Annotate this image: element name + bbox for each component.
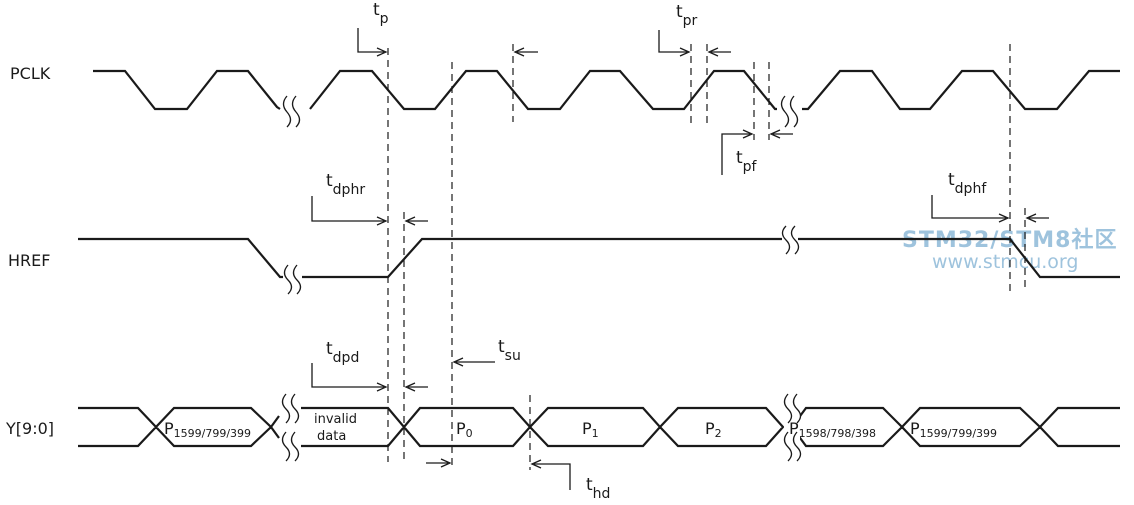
watermark-line-2: www.stmcu.org bbox=[932, 251, 1078, 273]
signal-label-y: Y[9:0] bbox=[5, 419, 54, 438]
y-break-marker-2 bbox=[783, 392, 802, 462]
thd-annotation: thd bbox=[530, 459, 610, 502]
href-break-marker-2 bbox=[781, 225, 800, 255]
tdphf-annotation: tdphf bbox=[931, 170, 1049, 223]
svg-text:tdpd: tdpd bbox=[326, 339, 359, 366]
pclk-break-marker-1 bbox=[282, 95, 301, 128]
y-bus-waveform bbox=[78, 406, 1120, 448]
svg-text:tsu: tsu bbox=[498, 337, 521, 364]
svg-text:tpr: tpr bbox=[676, 2, 698, 29]
tpf-annotation: tpf bbox=[721, 129, 793, 175]
svg-text:tdphr: tdphr bbox=[326, 171, 365, 198]
svg-text:thd: thd bbox=[586, 475, 610, 502]
y-break-marker-1 bbox=[281, 392, 300, 462]
data-cell-p1599-a: P1599/799/399 bbox=[164, 419, 251, 440]
tdphr-annotation: tdphr bbox=[311, 171, 428, 226]
data-cell-invalid-line-2: data bbox=[317, 429, 346, 444]
svg-text:tpf: tpf bbox=[736, 148, 758, 175]
svg-text:tdphf: tdphf bbox=[948, 170, 987, 197]
pclk-break-marker-2 bbox=[780, 95, 799, 128]
svg-text:tp: tp bbox=[373, 0, 389, 27]
data-cell-p2: P2 bbox=[705, 419, 722, 440]
data-cell-p0: P0 bbox=[456, 419, 473, 440]
href-waveform bbox=[78, 237, 1120, 279]
signal-label-href: HREF bbox=[8, 251, 50, 270]
tp-annotation: tp bbox=[357, 0, 389, 57]
href-break-marker-1 bbox=[283, 264, 302, 295]
watermark: STM32/STM8社区 www.stmcu.org bbox=[902, 227, 1116, 273]
data-cell-p1: P1 bbox=[582, 419, 599, 440]
data-cell-invalid-line-1: invalid bbox=[314, 412, 357, 427]
timing-reference-lines bbox=[387, 44, 1026, 470]
data-cell-p1598: P1598/798/398 bbox=[789, 419, 876, 440]
tsu-annotation: tsu bbox=[426, 337, 521, 468]
tdpd-annotation: tdpd bbox=[311, 339, 428, 392]
pclk-waveform bbox=[93, 69, 1120, 111]
signal-label-pclk: PCLK bbox=[10, 64, 51, 83]
tpr-annotation: tpr bbox=[513, 2, 731, 57]
data-cell-p1599-b: P1599/799/399 bbox=[910, 419, 997, 440]
